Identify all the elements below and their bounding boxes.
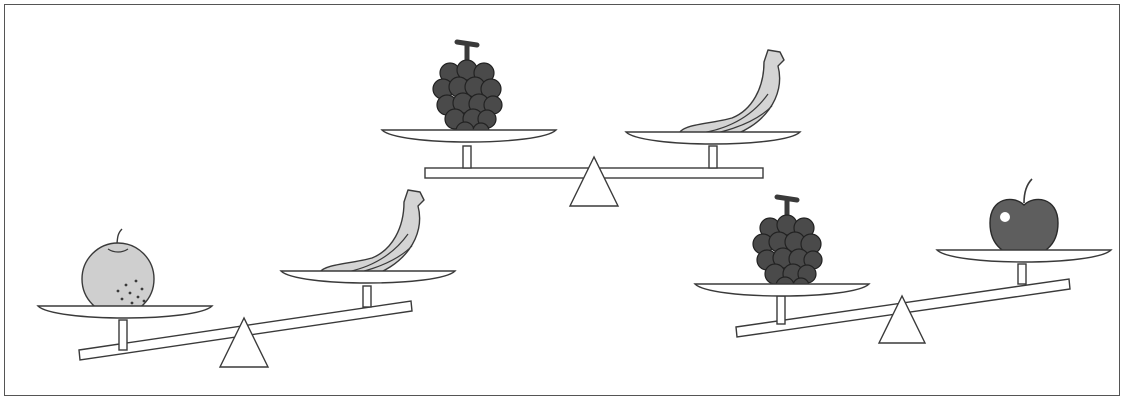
scale-right-left-pan (695, 284, 869, 296)
scale-left-right-post (363, 286, 371, 307)
scale-right (695, 179, 1111, 343)
scale-top-left-pan (382, 130, 556, 142)
scale-top-left-grapes (433, 42, 502, 140)
scale-left (38, 190, 455, 367)
scale-top-left-post (463, 146, 471, 168)
scale-top-right-post (709, 146, 717, 168)
scale-left-left-pan (38, 306, 212, 318)
scale-left-left-orange (82, 229, 154, 315)
scale-right-right-post (1018, 264, 1026, 284)
scale-left-right-banana (320, 190, 424, 280)
scale-left-left-post (119, 320, 127, 350)
scale-top (382, 42, 800, 206)
scale-top-right-banana (680, 50, 784, 140)
scale-right-left-grapes (753, 197, 822, 295)
scale-top-right-pan (626, 132, 800, 144)
scale-right-left-post (777, 296, 785, 324)
scale-left-right-pan (281, 271, 455, 283)
scale-right-right-apple (990, 179, 1058, 254)
scale-right-right-pan (937, 250, 1111, 262)
scale-top-fulcrum (570, 157, 618, 206)
